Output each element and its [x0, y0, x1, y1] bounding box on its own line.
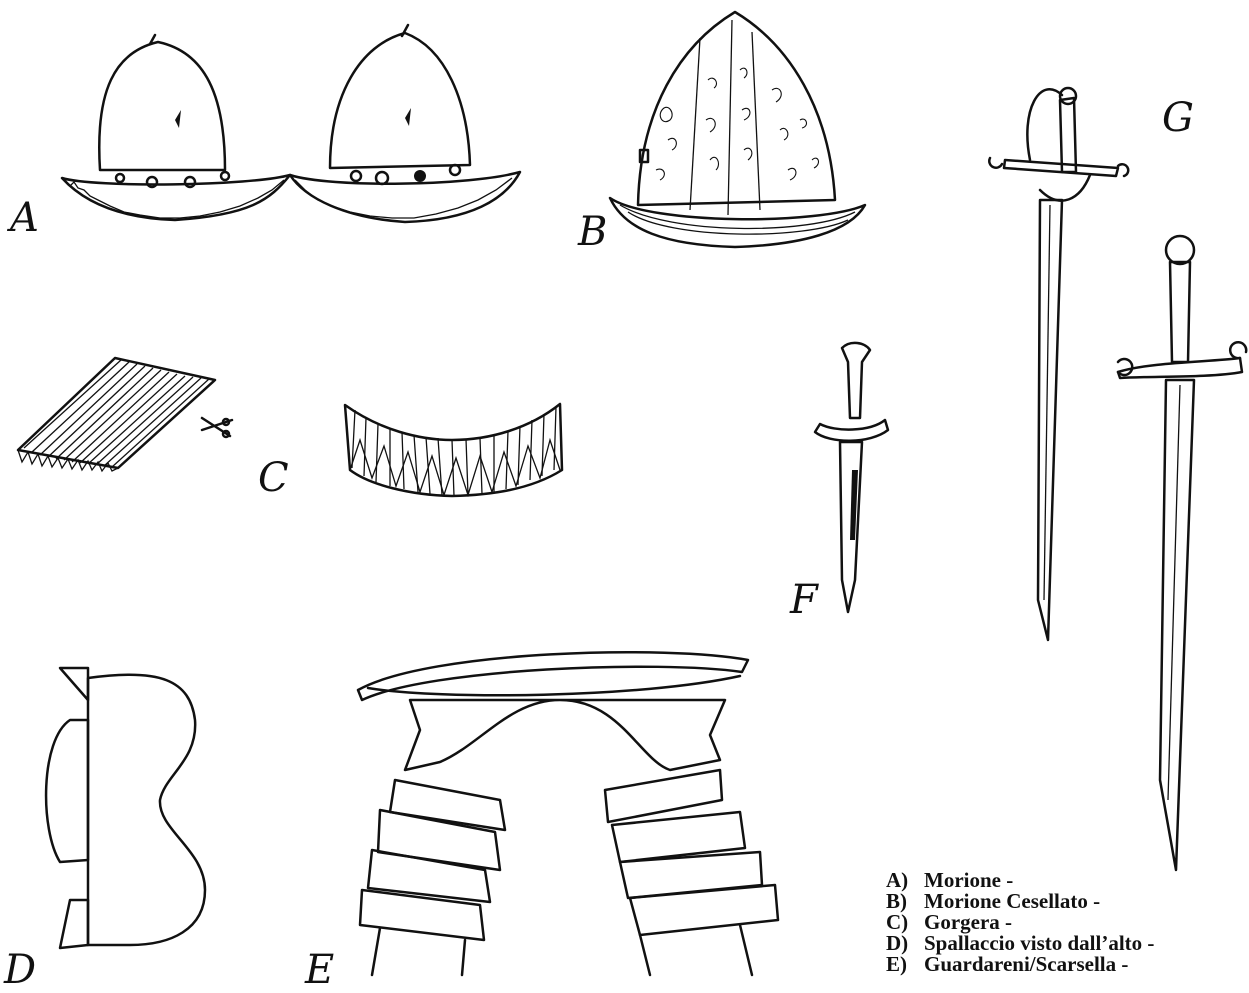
legend-key: B)	[886, 891, 924, 912]
rapier	[989, 88, 1128, 640]
label-f: F	[790, 580, 818, 620]
gorget-pleated-strip	[18, 358, 232, 471]
legend-item-c: C)Gorgera -	[886, 912, 1246, 933]
label-g: G	[1162, 98, 1194, 138]
label-d: D	[4, 950, 36, 990]
gorget-ruff-collar	[345, 404, 562, 496]
tassets-fauld	[358, 652, 778, 975]
legend-item-d: D)Spallaccio visto dall’alto -	[886, 933, 1246, 954]
morion-helmet-left	[62, 35, 290, 220]
legend-key: A)	[886, 870, 924, 891]
legend-item-b: B)Morione Cesellato -	[886, 891, 1246, 912]
legend-item-a: A)Morione -	[886, 870, 1246, 891]
dagger	[815, 343, 888, 612]
long-sword	[1118, 236, 1246, 870]
label-b: B	[578, 212, 607, 252]
legend-item-e: E)Guardareni/Scarsella -	[886, 954, 1246, 975]
label-e: E	[305, 950, 334, 990]
legend-text: Guardareni/Scarsella -	[924, 952, 1128, 976]
legend-key: C)	[886, 912, 924, 933]
legend: A)Morione - B)Morione Cesellato - C)Gorg…	[886, 870, 1246, 993]
morion-helmet-right	[290, 25, 520, 222]
legend-key: E)	[886, 954, 924, 975]
engraved-morion-helmet	[610, 12, 865, 247]
legend-key: D)	[886, 933, 924, 954]
pauldron-top-view	[46, 668, 205, 948]
label-c: C	[258, 458, 289, 498]
label-a: A	[10, 198, 39, 238]
